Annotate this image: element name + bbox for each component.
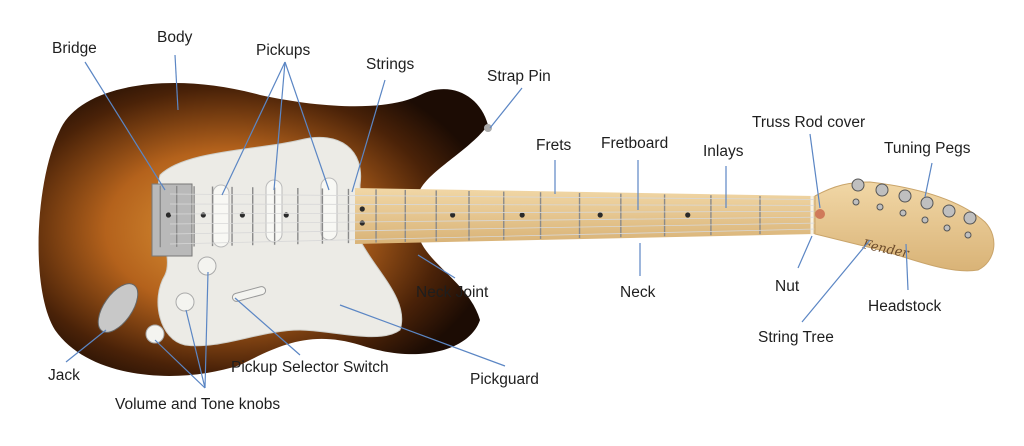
- inlay-dot: [685, 212, 691, 218]
- label-pickup-selector-switch: Pickup Selector Switch: [231, 359, 389, 376]
- tuning-peg: [920, 196, 934, 210]
- headstock: [814, 181, 995, 272]
- peg-bushing: [876, 203, 884, 211]
- tuning-pegs: [851, 178, 977, 239]
- string: [169, 216, 881, 225]
- peg-bushing: [921, 216, 929, 224]
- tuning-peg: [875, 183, 889, 197]
- peg-bushing: [899, 209, 907, 217]
- label-frets: Frets: [536, 137, 572, 154]
- inlay-dot: [450, 212, 456, 218]
- label-body: Body: [157, 29, 193, 46]
- label-bridge: Bridge: [52, 40, 97, 57]
- frets: [159, 185, 761, 248]
- label-fretboard: Fretboard: [601, 135, 668, 152]
- bridge: [151, 183, 193, 257]
- label-tuning-pegs: Tuning Pegs: [884, 140, 971, 157]
- label-neck-joint: Neck Joint: [416, 284, 489, 301]
- inlay-dot: [239, 212, 245, 218]
- label-inlays: Inlays: [703, 143, 744, 160]
- string: [169, 221, 881, 235]
- inlay-dot: [597, 212, 603, 218]
- string: [169, 193, 881, 201]
- inlay-dot: [359, 220, 365, 226]
- peg-bushing: [964, 231, 972, 239]
- neck: [355, 188, 815, 244]
- label-pickups: Pickups: [256, 42, 311, 59]
- knobs: [145, 256, 217, 344]
- leader-lines: [65, 54, 933, 389]
- label-truss-rod-cover: Truss Rod cover: [752, 114, 865, 131]
- string: [169, 203, 881, 206]
- pickup-selector-switch: [231, 286, 267, 302]
- truss-rod-cover: [815, 209, 825, 219]
- string: [169, 210, 881, 215]
- tuning-peg: [851, 178, 865, 192]
- label-strap-pin: Strap Pin: [487, 68, 551, 85]
- peg-bushing: [852, 198, 860, 206]
- inlay-dot: [165, 212, 172, 218]
- inlay-dot: [519, 212, 525, 218]
- label-jack: Jack: [48, 367, 80, 384]
- label-pickguard: Pickguard: [470, 371, 539, 388]
- inlay-dot: [359, 206, 365, 212]
- tuning-peg: [898, 189, 912, 203]
- label-nut: Nut: [775, 278, 800, 295]
- peg-bushing: [943, 224, 951, 232]
- strap-pin: [484, 124, 492, 132]
- jack-plate: [97, 283, 139, 333]
- tuning-peg: [942, 204, 956, 218]
- label-string-tree: String Tree: [758, 329, 834, 346]
- string: [169, 227, 881, 245]
- label-strings: Strings: [366, 56, 414, 73]
- label-volume-tone-knobs: Volume and Tone knobs: [115, 396, 280, 413]
- label-neck: Neck: [620, 284, 656, 301]
- strings: [169, 193, 881, 245]
- label-headstock: Headstock: [868, 298, 941, 315]
- inlay-dot: [200, 212, 206, 218]
- tuning-peg: [963, 211, 977, 225]
